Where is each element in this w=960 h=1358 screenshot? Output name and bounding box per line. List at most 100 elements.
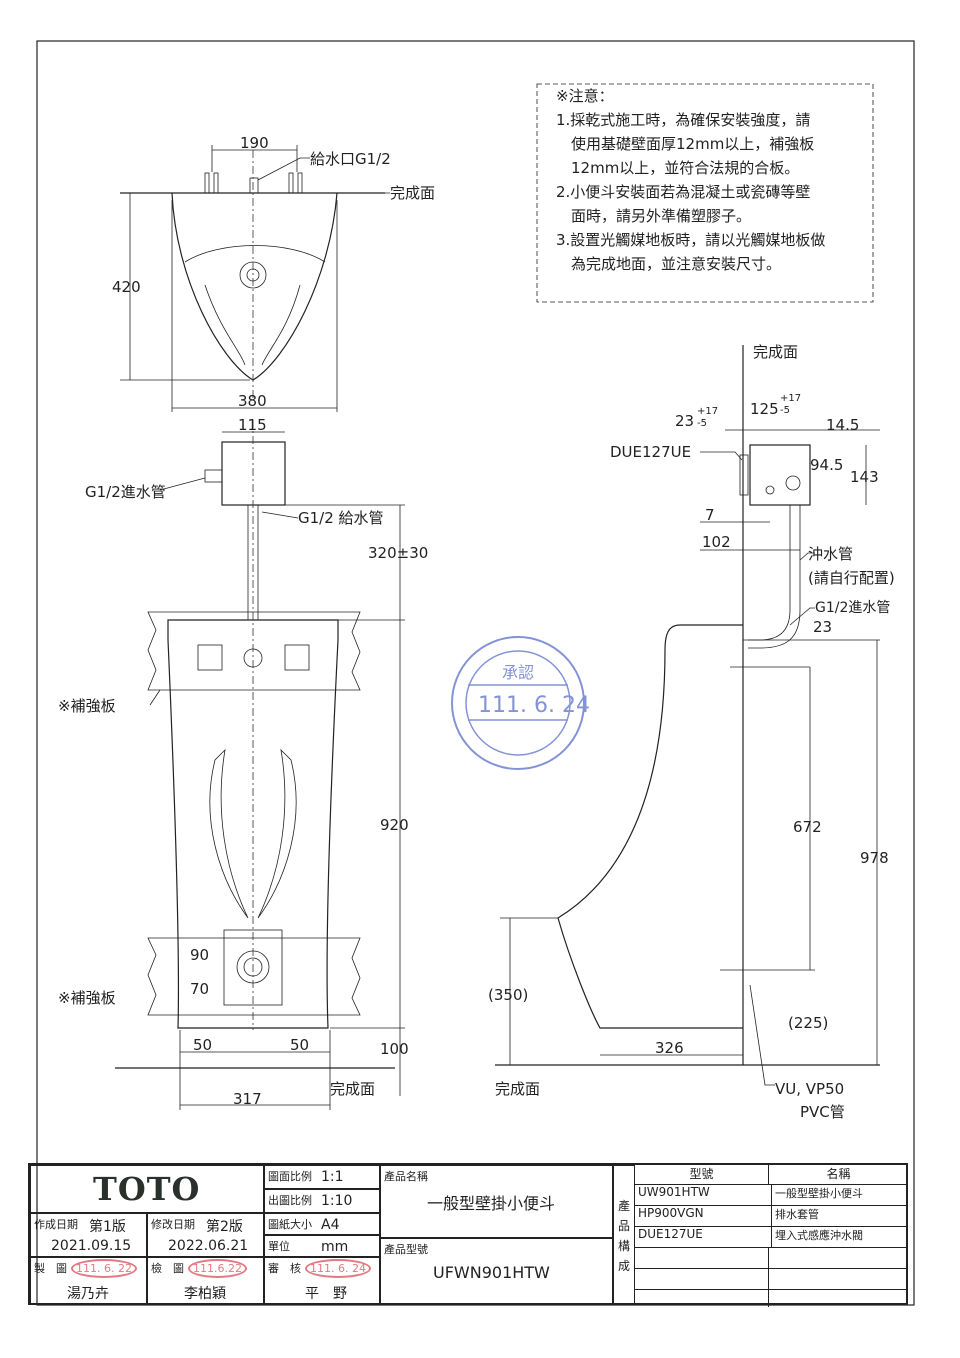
dim-23: 23 bbox=[675, 412, 694, 430]
approved-cell: 審 核 111. 6. 24 平 野 bbox=[264, 1257, 380, 1305]
drawn-stamp: 111. 6. 22 bbox=[71, 1259, 137, 1278]
note-line: 1.採乾式施工時，為確保安裝強度，請 bbox=[556, 111, 811, 129]
dim-50-right: 50 bbox=[290, 1036, 309, 1054]
approved-by: 平 野 bbox=[305, 1286, 347, 1302]
note-line: 面時，請另外準備塑膠子。 bbox=[556, 207, 752, 225]
valve-label: DUE127UE bbox=[610, 443, 691, 461]
toto-logo: TOTO bbox=[93, 1170, 201, 1208]
side-view: 完成面 23 +17 -5 125 +17 -5 14.5 DUE127UE 9… bbox=[488, 343, 895, 1121]
dim-143: 143 bbox=[850, 468, 879, 486]
dim-380: 380 bbox=[238, 392, 267, 410]
parts-row-empty bbox=[635, 1248, 908, 1269]
supply-pipe-label: G1/2 給水管 bbox=[298, 509, 384, 527]
parts-row-empty bbox=[635, 1290, 908, 1307]
modified-date: 2022.06.21 bbox=[168, 1238, 249, 1254]
notes: ※注意： 1.採乾式施工時，為確保安裝強度，請 使用基礎壁面厚12mm以上，補強… bbox=[540, 82, 870, 302]
dim-100: 100 bbox=[380, 1040, 409, 1058]
drawn-label: 製 圖 bbox=[34, 1262, 67, 1275]
dim-50-left: 50 bbox=[193, 1036, 212, 1054]
scale-value: 1:1 bbox=[321, 1169, 344, 1185]
side-inlet-pipe-label: G1/2進水管 bbox=[815, 600, 890, 616]
reinforce-label-bottom: ※補強板 bbox=[58, 989, 116, 1007]
reinforcement-plate-top bbox=[147, 611, 361, 691]
side-finish-surface-label: 完成面 bbox=[495, 1080, 540, 1098]
product-name: 一般型壁掛小便斗 bbox=[427, 1194, 556, 1213]
dim-7: 7 bbox=[705, 506, 715, 524]
finish-surface-label: 完成面 bbox=[330, 1080, 375, 1098]
finish-surface-label: 完成面 bbox=[390, 184, 435, 202]
checked-by: 李柏穎 bbox=[184, 1286, 226, 1302]
dim-90: 90 bbox=[190, 946, 209, 964]
parts-row-empty bbox=[635, 1269, 908, 1290]
finish-surface-top-label: 完成面 bbox=[753, 343, 798, 361]
unit-value: mm bbox=[321, 1239, 349, 1255]
modified-version: 第2版 bbox=[206, 1219, 243, 1235]
parts-row: DUE127UE 埋入式感應沖水閥 bbox=[635, 1227, 908, 1248]
drain-fitting bbox=[223, 929, 283, 1006]
urinal-side bbox=[557, 624, 743, 1029]
dim-23b: 23 bbox=[813, 618, 832, 636]
dim-920: 920 bbox=[380, 816, 409, 834]
part-name: 排水套管 bbox=[775, 1208, 819, 1221]
modified-cell: 修改日期第2版 2022.06.21 bbox=[147, 1213, 264, 1257]
tol-23-down: -5 bbox=[697, 418, 707, 429]
dim-94-5: 94.5 bbox=[810, 456, 843, 474]
drain-label: VU, VP50 bbox=[775, 1080, 844, 1098]
modified-label: 修改日期 bbox=[151, 1218, 195, 1231]
part-model: DUE127UE bbox=[635, 1227, 772, 1247]
note-line: 12mm以上，並符合法規的合板。 bbox=[556, 159, 800, 177]
reinforcement-plate-bottom bbox=[147, 937, 361, 1016]
composition-cell: 產品構成 bbox=[613, 1165, 635, 1305]
dim-320: 320±30 bbox=[368, 544, 428, 562]
product-name-cell: 產品名稱一般型壁掛小便斗 bbox=[380, 1165, 613, 1238]
flush-note: (請自行配置) bbox=[808, 569, 895, 587]
product-model-label: 產品型號 bbox=[384, 1243, 428, 1256]
dim-14-5: 14.5 bbox=[826, 416, 859, 434]
reinforce-label-top: ※補強板 bbox=[58, 697, 116, 715]
created-label: 作成日期 bbox=[34, 1218, 78, 1231]
note-line: 為完成地面，並注意安裝尺寸。 bbox=[556, 255, 782, 273]
drawn-by: 湯乃卉 bbox=[67, 1286, 109, 1302]
tol-125-down: -5 bbox=[780, 405, 790, 416]
note-line: 2.小便斗安裝面若為混凝土或瓷磚等壁 bbox=[556, 183, 811, 201]
inlet-pipe-label: G1/2進水管 bbox=[85, 483, 166, 501]
checked-label: 檢 圖 bbox=[151, 1262, 184, 1275]
composition-label: 產品構成 bbox=[618, 1199, 631, 1273]
drawn-cell: 製 圖 111. 6. 22 湯乃卉 bbox=[30, 1257, 147, 1305]
parts-table: 型號 名稱 UW901HTW 一般型壁掛小便斗 HP900VGN 排水套管 DU… bbox=[635, 1165, 908, 1307]
parts-header-model: 型號 bbox=[635, 1165, 769, 1184]
unit-cell: 單位 mm bbox=[264, 1235, 380, 1257]
dim-978: 978 bbox=[860, 849, 889, 867]
dim-672: 672 bbox=[793, 818, 822, 836]
created-version: 第1版 bbox=[89, 1219, 126, 1235]
dim-190: 190 bbox=[240, 134, 269, 152]
unit-label: 單位 bbox=[268, 1240, 290, 1253]
dim-326: 326 bbox=[655, 1039, 684, 1057]
dim-317: 317 bbox=[233, 1090, 262, 1108]
paper-value: A4 bbox=[321, 1217, 340, 1233]
dim-420: 420 bbox=[112, 278, 141, 296]
print-scale-value: 1:10 bbox=[321, 1193, 353, 1209]
flush-pipe-label: 沖水管 bbox=[808, 545, 853, 563]
approved-label: 審 核 bbox=[268, 1262, 301, 1275]
tol-23-up: +17 bbox=[697, 406, 718, 417]
part-name: 一般型壁掛小便斗 bbox=[775, 1187, 863, 1200]
product-name-label: 產品名稱 bbox=[384, 1170, 428, 1183]
note-line: 使用基礎壁面厚12mm以上，補強板 bbox=[556, 135, 815, 153]
parts-row: HP900VGN 排水套管 bbox=[635, 1206, 908, 1227]
approved-stamp: 111. 6. 24 bbox=[305, 1259, 371, 1278]
dim-70: 70 bbox=[190, 980, 209, 998]
part-model: UW901HTW bbox=[635, 1185, 772, 1205]
approval-stamp-text: 承認 bbox=[502, 663, 534, 682]
dim-102: 102 bbox=[702, 533, 731, 551]
parts-header-name: 名稱 bbox=[826, 1167, 851, 1181]
notes-border bbox=[536, 83, 874, 303]
